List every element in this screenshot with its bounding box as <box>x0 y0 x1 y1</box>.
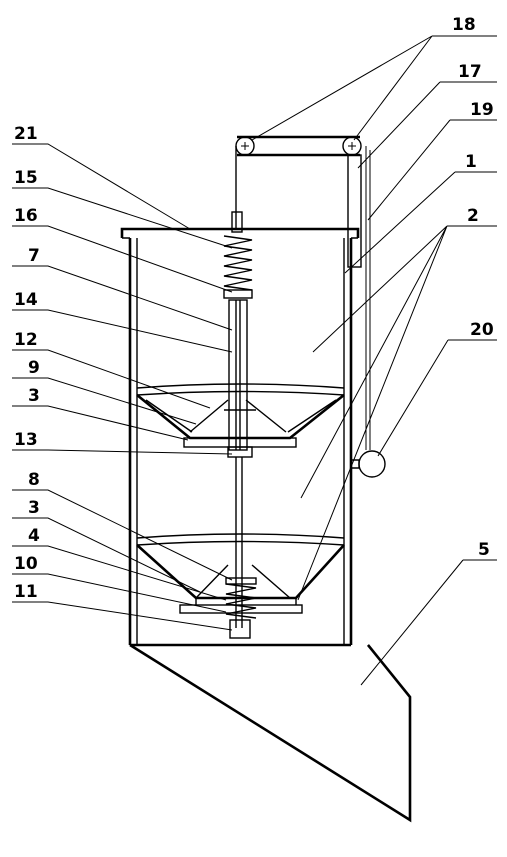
label-1: 1 <box>465 152 477 172</box>
leader-lines <box>12 35 497 686</box>
label-15: 15 <box>14 168 38 188</box>
label-21: 21 <box>14 124 38 144</box>
label-4: 4 <box>28 526 40 546</box>
label-7: 7 <box>28 246 40 266</box>
base-hopper <box>129 643 412 823</box>
housing <box>120 227 360 647</box>
label-12: 12 <box>14 330 38 350</box>
label-14: 14 <box>14 290 38 310</box>
label-3-lower: 3 <box>28 498 40 518</box>
label-2: 2 <box>467 206 479 226</box>
label-9: 9 <box>28 358 40 378</box>
lower-tray <box>136 533 345 614</box>
label-19: 19 <box>470 100 494 120</box>
label-8: 8 <box>28 470 40 490</box>
label-5: 5 <box>478 540 490 560</box>
label-20: 20 <box>470 320 494 340</box>
central-shaft <box>228 211 251 639</box>
counterweight <box>351 450 386 478</box>
part-labels: 18 17 19 1 2 20 5 21 15 16 7 14 12 9 3 1… <box>14 15 494 602</box>
label-17: 17 <box>458 62 482 82</box>
lower-spring <box>225 577 257 619</box>
lever-mechanism <box>235 135 371 450</box>
label-11: 11 <box>14 582 38 602</box>
label-16: 16 <box>14 206 38 226</box>
label-13: 13 <box>14 430 38 450</box>
label-18: 18 <box>452 15 476 35</box>
upper-spring <box>223 235 253 299</box>
label-10: 10 <box>14 554 38 574</box>
label-3-upper: 3 <box>28 386 40 406</box>
